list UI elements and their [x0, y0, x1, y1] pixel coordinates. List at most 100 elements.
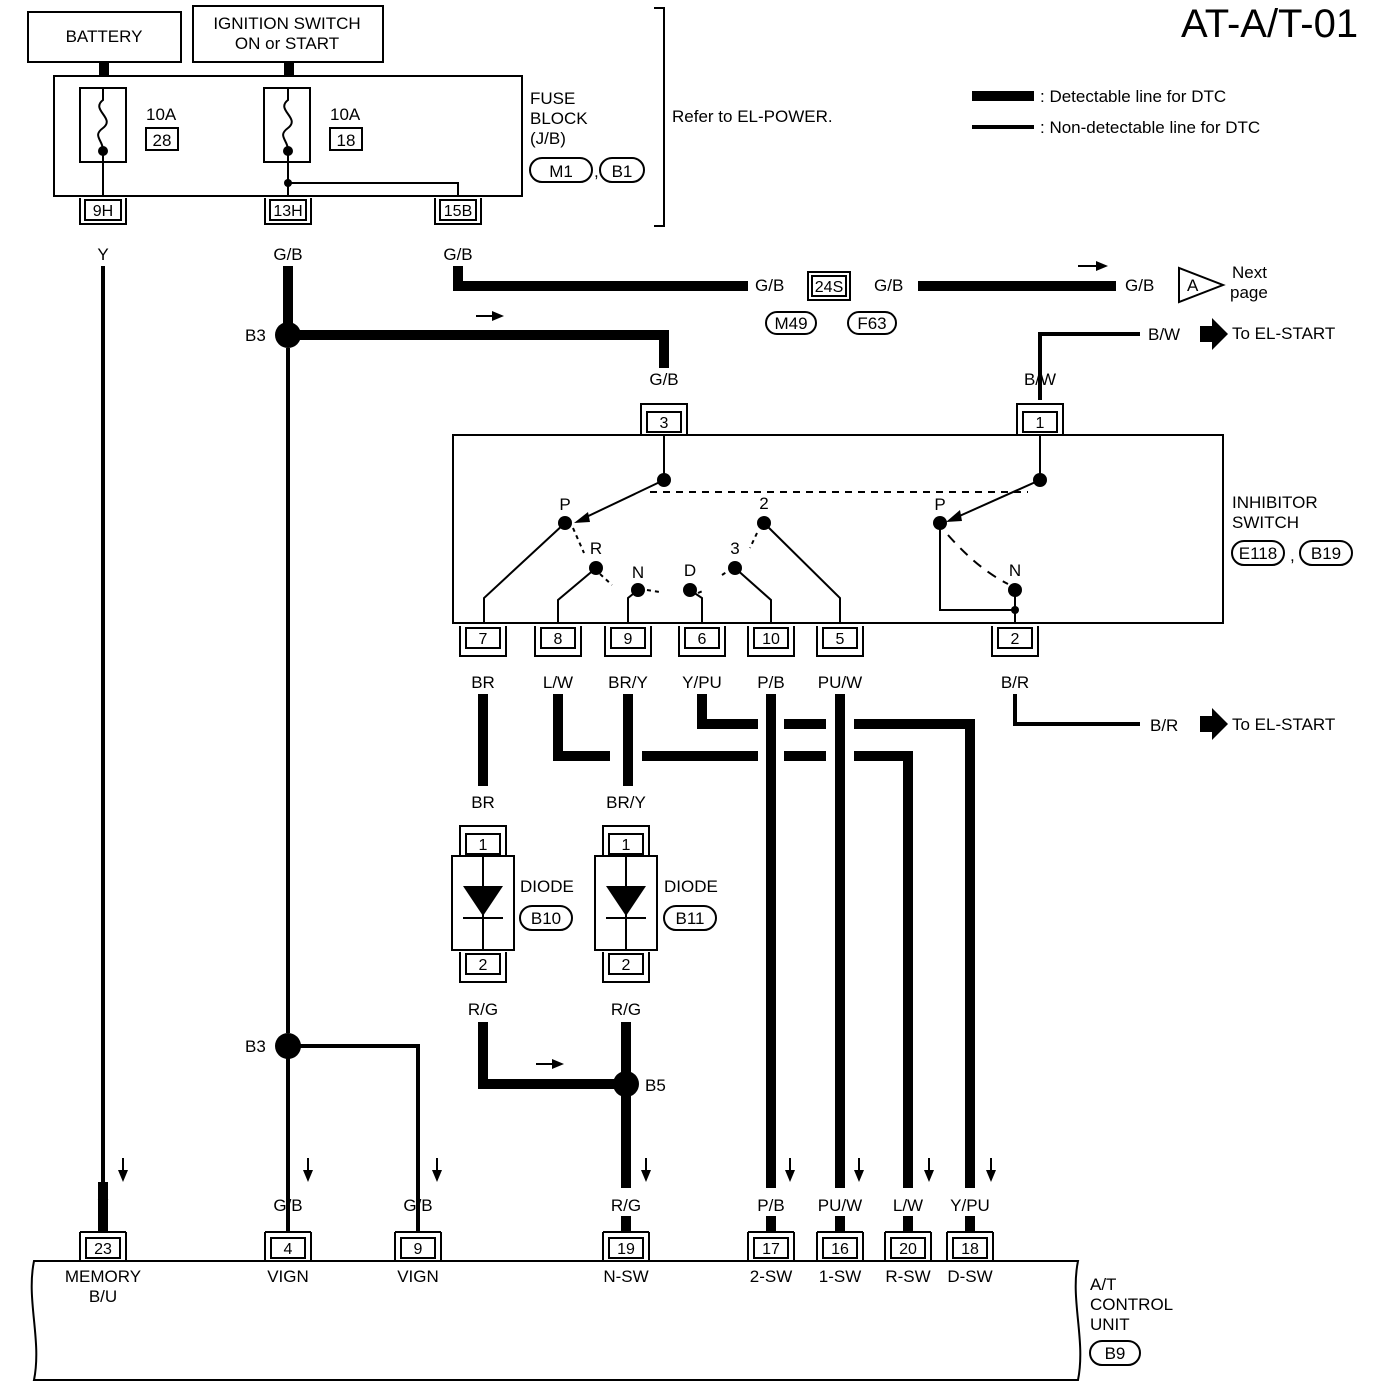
pos-n-2: N	[1009, 561, 1021, 580]
wire-bry-top: BR/Y	[608, 673, 648, 692]
svg-text:13H: 13H	[273, 203, 302, 220]
inhibitor-label-2: SWITCH	[1232, 513, 1299, 532]
junction-b3-bottom-label: B3	[245, 1037, 266, 1056]
svg-text:16: 16	[831, 1241, 849, 1258]
svg-text:2: 2	[622, 957, 631, 974]
svg-text:23: 23	[94, 1241, 112, 1258]
diode-b10-label: DIODE	[520, 877, 574, 896]
cu-term-rsw: R-SW	[885, 1267, 930, 1286]
wire-puw-bottom: PU/W	[818, 1196, 862, 1215]
wire-gb-24s-right: G/B	[874, 276, 903, 295]
inhibitor-conn-e118: E118	[1239, 544, 1277, 563]
wire-y-top: Y	[97, 245, 108, 264]
wire-gb-vign-9: G/B	[403, 1196, 432, 1215]
next-page-marker-text: A	[1187, 276, 1199, 295]
svg-text:9H: 9H	[93, 203, 113, 220]
inhibitor-conn-b19: B19	[1311, 544, 1341, 563]
svg-text:8: 8	[554, 631, 563, 648]
svg-text:9: 9	[624, 631, 633, 648]
pos-d: D	[684, 561, 696, 580]
fuse1-num: 28	[153, 131, 172, 150]
cu-pin-4: 4	[264, 1231, 312, 1260]
svg-text:9: 9	[414, 1241, 423, 1258]
cu-pin-17: 17	[747, 1231, 795, 1260]
ignition-box	[192, 5, 384, 63]
inhibitor-pin-10: 10	[747, 626, 795, 657]
cu-pin-18: 18	[946, 1231, 994, 1260]
svg-text:20: 20	[899, 1241, 917, 1258]
svg-text:10: 10	[762, 631, 780, 648]
cu-term-vign-2: VIGN	[397, 1267, 439, 1286]
inhibitor-pin-7: 7	[459, 626, 507, 657]
wire-bw-inhib: B/W	[1024, 370, 1056, 389]
pin-15b: 15B	[434, 198, 482, 225]
svg-text:24S: 24S	[815, 279, 843, 296]
diode-b10: 1 2	[451, 825, 515, 983]
cu-label-3: UNIT	[1090, 1315, 1130, 1334]
cu-term-dsw: D-SW	[947, 1267, 992, 1286]
wire-gb-13h: G/B	[273, 245, 302, 264]
pin-13h: 13H	[264, 198, 312, 225]
wire-rg-bottom: R/G	[611, 1196, 641, 1215]
cu-label-2: CONTROL	[1090, 1295, 1173, 1314]
svg-text:,: ,	[594, 162, 599, 181]
power-bracket	[654, 7, 665, 227]
inhibitor-pin-9: 9	[604, 626, 652, 657]
wire-gb-15b: G/B	[443, 245, 472, 264]
svg-text:2: 2	[1011, 631, 1020, 648]
wire-pb-bottom: P/B	[757, 1196, 784, 1215]
junction-b5-label: B5	[645, 1076, 666, 1095]
svg-text:1: 1	[622, 837, 631, 854]
svg-text:,: ,	[1290, 546, 1295, 565]
junction-b3-top	[275, 322, 301, 348]
pos-p-2: P	[934, 495, 945, 514]
pos-3: 3	[730, 539, 739, 558]
svg-text:15B: 15B	[444, 203, 472, 220]
wire-bry-diode: BR/Y	[606, 793, 646, 812]
wire-br-diode: BR	[471, 793, 495, 812]
wire-lw-bottom: L/W	[893, 1196, 923, 1215]
inhibitor-pin-3: 3	[640, 403, 688, 434]
legend-non-detectable: : Non-detectable line for DTC	[1040, 118, 1260, 137]
inhibitor-pin-8: 8	[534, 626, 582, 657]
cu-term-memory-sub: B/U	[89, 1287, 117, 1306]
to-el-start-bottom: To EL-START	[1232, 715, 1335, 734]
fuse-block-label-1: FUSE	[530, 89, 575, 108]
ignition-label-1: IGNITION SWITCH	[213, 14, 360, 33]
connector-m49: M49	[774, 314, 807, 333]
cu-pin-16: 16	[816, 1231, 864, 1260]
svg-text:3: 3	[660, 415, 669, 432]
inhibitor-pin-6: 6	[678, 626, 726, 657]
diode-b11-conn: B11	[676, 909, 705, 928]
pos-r: R	[590, 539, 602, 558]
diode-b11-label: DIODE	[664, 877, 718, 896]
svg-text:17: 17	[762, 1241, 780, 1258]
legend-detectable: : Detectable line for DTC	[1040, 87, 1226, 106]
cu-connector-b9: B9	[1105, 1344, 1126, 1363]
inhibitor-pin-1: 1	[1016, 403, 1064, 434]
svg-text:5: 5	[836, 631, 845, 648]
cu-pin-19: 19	[602, 1231, 650, 1260]
connector-f63: F63	[857, 314, 886, 333]
svg-text:2: 2	[479, 957, 488, 974]
cu-label-1: A/T	[1090, 1275, 1116, 1294]
wire-br-top: BR	[471, 673, 495, 692]
wire-ypu-top: Y/PU	[682, 673, 722, 692]
cu-term-vign-1: VIGN	[267, 1267, 309, 1286]
wire-brr-top: B/R	[1001, 673, 1029, 692]
next-page-label-2: page	[1230, 283, 1268, 302]
cu-pin-9: 9	[394, 1231, 442, 1260]
wire-puw-top: PU/W	[818, 673, 862, 692]
svg-text:18: 18	[961, 1241, 979, 1258]
cu-term-2sw: 2-SW	[750, 1267, 793, 1286]
cu-term-nsw: N-SW	[603, 1267, 648, 1286]
pos-p-1: P	[559, 495, 570, 514]
fuse-block-conn-m1: M1	[549, 162, 573, 181]
cu-pin-20: 20	[884, 1231, 932, 1260]
diode-b10-conn: B10	[531, 909, 561, 928]
inhibitor-switch	[452, 434, 1224, 624]
fuse-block-label-3: (J/B)	[530, 129, 566, 148]
junction-b3-bottom	[275, 1033, 301, 1059]
wire-rg-b11: R/G	[611, 1000, 641, 1019]
